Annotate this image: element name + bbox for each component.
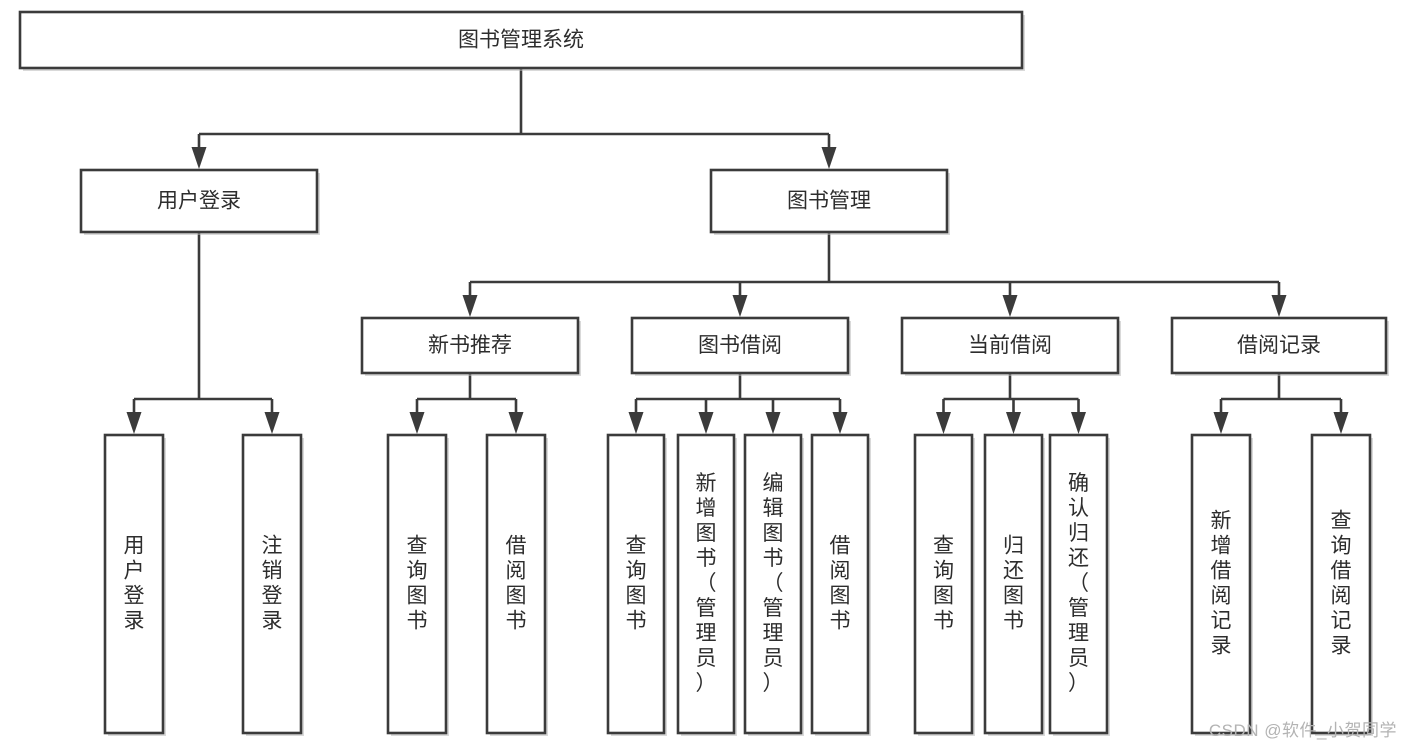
node-label: 图书借阅 (698, 334, 782, 357)
node-label: 确认归还（管理员） (1068, 472, 1089, 695)
node-current[interactable]: 当前借阅 (900, 316, 1121, 376)
node-label: 借阅图书 (830, 534, 851, 632)
node-box (983, 433, 1044, 735)
node-box (743, 433, 803, 735)
arrowhead-c-return (1006, 412, 1021, 434)
edges-layer (126, 68, 1349, 434)
arrowhead-current (1002, 295, 1018, 317)
node-label: 新增图书（管理员） (696, 472, 717, 695)
arrowhead-b-query (628, 412, 644, 434)
node-r-add[interactable]: 新增借阅记录 (1190, 433, 1253, 736)
node-box (1170, 316, 1388, 375)
node-n-borrow[interactable]: 借阅图书 (485, 433, 548, 736)
node-box (360, 316, 580, 375)
node-box (676, 433, 736, 735)
node-label: 注销登录 (262, 534, 283, 632)
node-box (241, 433, 303, 735)
node-label: 新增借阅记录 (1211, 509, 1232, 657)
arrowhead-b-edit (765, 412, 781, 434)
node-label: 借阅记录 (1237, 334, 1321, 357)
node-c-confirm[interactable]: 确认归还（管理员） (1048, 433, 1110, 736)
node-label: 图书管理系统 (458, 29, 584, 52)
node-bookmgmt[interactable]: 图书管理 (709, 168, 950, 235)
node-box (1048, 433, 1109, 735)
node-label: 图书管理 (787, 190, 871, 213)
node-box (606, 433, 666, 735)
node-login[interactable]: 用户登录 (79, 168, 320, 235)
node-box (18, 10, 1024, 70)
node-c-return[interactable]: 归还图书 (983, 433, 1045, 736)
arrowhead-bookmgmt (821, 147, 837, 169)
arrowhead-c-confirm (1071, 412, 1086, 434)
node-r-query[interactable]: 查询借阅记录 (1310, 433, 1373, 736)
node-label: 查询借阅记录 (1331, 509, 1352, 657)
node-box (913, 433, 974, 735)
arrowhead-l-login (126, 412, 142, 434)
node-box (1310, 433, 1372, 735)
node-b-add[interactable]: 新增图书（管理员） (676, 433, 737, 736)
arrowhead-newbook (462, 295, 478, 317)
node-n-query[interactable]: 查询图书 (386, 433, 449, 736)
node-records[interactable]: 借阅记录 (1170, 316, 1389, 376)
node-b-borrow[interactable]: 借阅图书 (810, 433, 871, 736)
arrowhead-r-query (1333, 412, 1349, 434)
node-label: 新书推荐 (428, 334, 512, 357)
node-label: 查询图书 (933, 534, 954, 632)
node-l-logout[interactable]: 注销登录 (241, 433, 304, 736)
arrowhead-b-add (698, 412, 714, 434)
node-label: 查询图书 (626, 534, 647, 632)
node-box (810, 433, 870, 735)
node-label: 归还图书 (1003, 534, 1024, 632)
node-root[interactable]: 图书管理系统 (18, 10, 1025, 71)
node-label: 借阅图书 (506, 534, 527, 632)
node-label: 编辑图书（管理员） (763, 472, 784, 695)
node-box (1190, 433, 1252, 735)
arrowhead-login (191, 147, 207, 169)
node-label: 当前借阅 (968, 334, 1052, 357)
node-borrow[interactable]: 图书借阅 (630, 316, 851, 376)
arrowhead-b-borrow (832, 412, 848, 434)
arrowhead-n-borrow (508, 412, 524, 434)
arrowhead-records (1271, 295, 1287, 317)
node-newbook[interactable]: 新书推荐 (360, 316, 581, 376)
node-c-query[interactable]: 查询图书 (913, 433, 975, 736)
node-label: 用户登录 (157, 190, 241, 213)
node-label: 用户登录 (124, 534, 145, 632)
node-box (900, 316, 1120, 375)
node-box (103, 433, 165, 735)
node-l-login[interactable]: 用户登录 (103, 433, 166, 736)
nodes-layer: 图书管理系统用户登录图书管理新书推荐图书借阅当前借阅借阅记录用户登录注销登录查询… (18, 10, 1389, 736)
node-box (79, 168, 319, 234)
arrowhead-borrow (732, 295, 748, 317)
node-label: 查询图书 (407, 534, 428, 632)
arrowhead-n-query (409, 412, 425, 434)
arrowhead-l-logout (264, 412, 280, 434)
node-box (630, 316, 850, 375)
node-box (709, 168, 949, 234)
node-b-query[interactable]: 查询图书 (606, 433, 667, 736)
arrowhead-r-add (1213, 412, 1229, 434)
node-box (386, 433, 448, 735)
arrowhead-c-query (936, 412, 951, 434)
node-b-edit[interactable]: 编辑图书（管理员） (743, 433, 804, 736)
node-box (485, 433, 547, 735)
